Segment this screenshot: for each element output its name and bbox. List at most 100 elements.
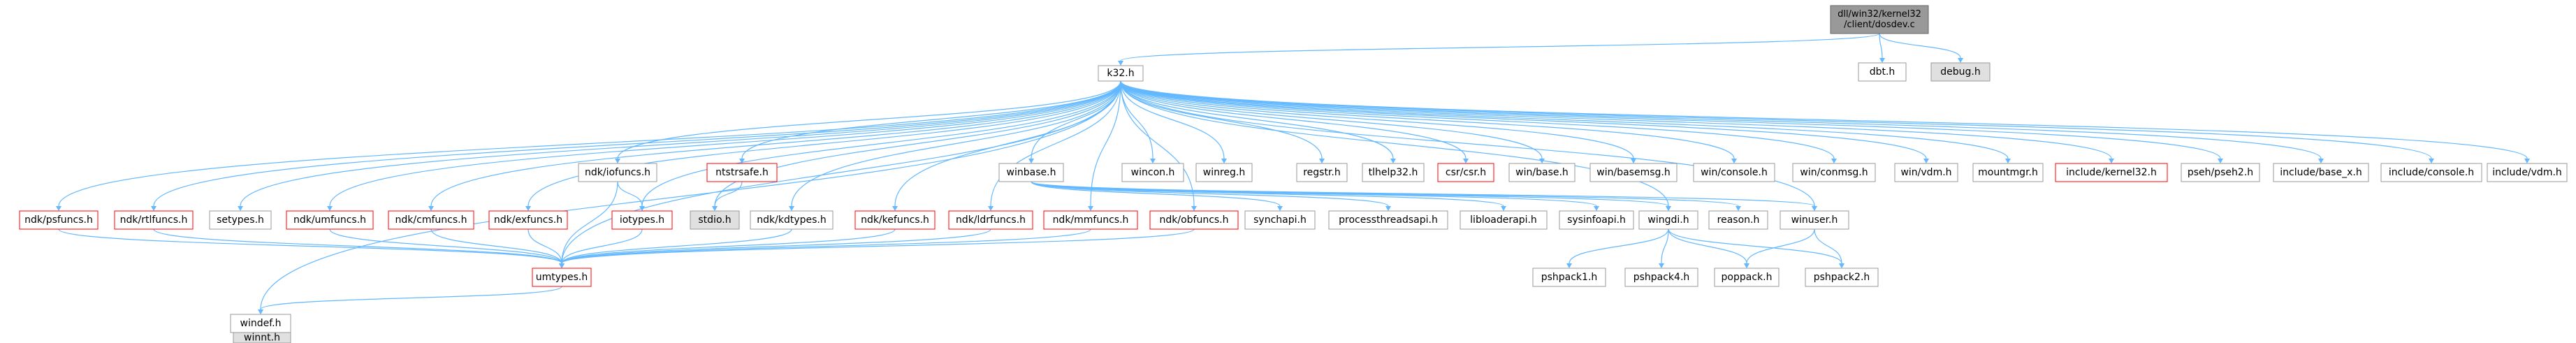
edge-winbase-to-synchapi	[1031, 181, 1281, 207]
node-inckernel32[interactable]: include/kernel32.h	[2055, 163, 2168, 182]
node-ndkexfuncs[interactable]: ndk/exfuncs.h	[488, 210, 568, 230]
arrowhead-winuser-to-pshpack2	[1839, 263, 1844, 268]
node-ndkkdtypes[interactable]: ndk/kdtypes.h	[750, 210, 834, 230]
arrowhead-winuser-to-poppack	[1744, 263, 1749, 268]
node-tlhelp32-label: tlhelp32.h	[1369, 167, 1418, 178]
node-pshpack4-label: pshpack4.h	[1633, 272, 1690, 283]
node-winbasei-box	[1508, 163, 1576, 182]
node-tlhelp32[interactable]: tlhelp32.h	[1362, 163, 1425, 182]
edge-k32-to-incbasex	[1120, 80, 2322, 159]
edge-ndkkefuncs-to-umtypes	[561, 228, 896, 264]
arrowhead-k32-to-ndkexfuncs	[525, 206, 531, 211]
node-ndkkefuncs[interactable]: ndk/kefuncs.h	[854, 210, 936, 230]
node-libloader-label: libloaderapi.h	[1470, 214, 1537, 226]
node-wingdi[interactable]: wingdi.h	[1638, 210, 1698, 230]
node-synchapi-label: synchapi.h	[1253, 214, 1307, 226]
edge-k32-to-psehpseh2	[1120, 80, 2221, 159]
node-sysinfo-label: sysinfoapi.h	[1567, 214, 1626, 226]
node-ndkrtlfuncs[interactable]: ndk/rtlfuncs.h	[114, 210, 194, 230]
edge-k32-to-umtypes	[561, 80, 1121, 264]
node-winbase[interactable]: winbase.h	[998, 163, 1064, 182]
node-ndkobfuncs-box	[1149, 210, 1239, 230]
node-winvdm[interactable]: win/vdm.h	[1894, 163, 1958, 182]
arrowhead-winbase-to-procthreads	[1385, 206, 1391, 211]
node-incconsole-box	[2380, 163, 2482, 182]
node-ntstrsafe[interactable]: ntstrsafe.h	[706, 163, 778, 182]
node-ndkobfuncs[interactable]: ndk/obfuncs.h	[1149, 210, 1239, 230]
node-winuser[interactable]: winuser.h	[1780, 210, 1849, 230]
node-ndkiofuncs[interactable]: ndk/iofuncs.h	[578, 163, 657, 182]
node-ndkmmfuncs[interactable]: ndk/mmfuncs.h	[1043, 210, 1138, 230]
edge-wingdi-to-poppack	[1668, 228, 1747, 264]
node-reason[interactable]: reason.h	[1708, 210, 1768, 230]
node-pshpack4[interactable]: pshpack4.h	[1624, 268, 1698, 287]
node-synchapi[interactable]: synchapi.h	[1244, 210, 1316, 230]
edge-umtypes-to-windef	[260, 286, 562, 310]
node-winreg[interactable]: winreg.h	[1195, 163, 1253, 182]
arrowhead-ntstrsafe-to-stdio	[712, 206, 718, 211]
arrowhead-k32-to-ndkcmfuncs	[428, 206, 434, 211]
node-psehpseh2[interactable]: pseh/pseh2.h	[2181, 163, 2260, 182]
node-regstr-label: regstr.h	[1303, 167, 1341, 178]
node-iotypes[interactable]: iotypes.h	[611, 210, 673, 230]
node-ndkcmfuncs[interactable]: ndk/cmfuncs.h	[388, 210, 474, 230]
edge-root-to-k32	[1120, 33, 1880, 61]
node-winconmsg[interactable]: win/conmsg.h	[1792, 163, 1876, 182]
node-reason-label: reason.h	[1717, 214, 1760, 226]
node-winnt[interactable]: winnt.h	[233, 332, 291, 343]
node-umtypes[interactable]: umtypes.h	[532, 268, 592, 287]
node-ndkkefuncs-label: ndk/kefuncs.h	[861, 214, 929, 226]
edge-winbase-to-winuser	[1031, 181, 1815, 207]
node-libloader[interactable]: libloaderapi.h	[1460, 210, 1548, 230]
arrowhead-root-to-dbt	[1879, 58, 1885, 63]
edge-k32-to-ndkldrfuncs	[990, 80, 1121, 207]
node-winbasemsg[interactable]: win/basemsg.h	[1589, 163, 1678, 182]
arrowhead-k32-to-wincon	[1150, 159, 1156, 163]
edge-k32-to-csrcsr	[1120, 80, 1467, 159]
node-dbt[interactable]: dbt.h	[1858, 62, 1907, 82]
node-pshpack1[interactable]: pshpack1.h	[1532, 268, 1606, 287]
node-pshpack2[interactable]: pshpack2.h	[1805, 268, 1879, 287]
node-debug[interactable]: debug.h	[1930, 62, 1991, 82]
node-setypes[interactable]: setypes.h	[209, 210, 272, 230]
node-sysinfo[interactable]: sysinfoapi.h	[1559, 210, 1634, 230]
node-libloader-box	[1460, 210, 1548, 230]
edge-k32-to-winbasemsg	[1120, 80, 1634, 159]
node-stdio-label: stdio.h	[698, 214, 731, 226]
node-regstr[interactable]: regstr.h	[1296, 163, 1348, 182]
node-root-box	[1830, 5, 1929, 34]
node-ndkldrfuncs[interactable]: ndk/ldrfuncs.h	[948, 210, 1033, 230]
node-ndkkefuncs-box	[854, 210, 936, 230]
node-wincon[interactable]: wincon.h	[1121, 163, 1184, 182]
node-ndkmmfuncs-box	[1043, 210, 1138, 230]
edge-k32-to-ndkexfuncs	[527, 80, 1121, 207]
node-winconsole-label: win/console.h	[1701, 167, 1768, 178]
node-k32[interactable]: k32.h	[1098, 65, 1144, 82]
node-ndkexfuncs-box	[488, 210, 568, 230]
node-procthreads[interactable]: processthreadsapi.h	[1328, 210, 1448, 230]
node-mountmgr[interactable]: mountmgr.h	[1972, 163, 2044, 182]
node-ndkumfuncs[interactable]: ndk/umfuncs.h	[286, 210, 374, 230]
node-csrcsr[interactable]: csr/csr.h	[1437, 163, 1494, 182]
edge-k32-to-inckernel32	[1120, 80, 2112, 159]
edge-ndkiofuncs-to-iotypes	[617, 181, 643, 207]
arrowhead-root-to-debug	[1958, 58, 1963, 63]
edge-winbase-to-libloader	[1031, 181, 1504, 207]
node-csrcsr-box	[1437, 163, 1494, 182]
node-windef[interactable]: windef.h	[230, 314, 291, 333]
node-incconsole[interactable]: include/console.h	[2380, 163, 2482, 182]
node-stdio[interactable]: stdio.h	[690, 210, 740, 230]
node-poppack[interactable]: poppack.h	[1714, 268, 1780, 287]
edge-k32-to-ntstrsafe	[741, 80, 1121, 159]
node-windef-box	[230, 314, 291, 333]
node-incvdm[interactable]: include/vdm.h	[2487, 163, 2568, 182]
node-winbasei[interactable]: win/base.h	[1508, 163, 1576, 182]
arrowhead-k32-to-winconsole	[1731, 159, 1737, 163]
arrowhead-wingdi-to-pshpack1	[1566, 263, 1572, 268]
node-winconsole[interactable]: win/console.h	[1693, 163, 1775, 182]
node-ndkpsfuncs[interactable]: ndk/psfuncs.h	[19, 210, 99, 230]
edge-ndkkdtypes-to-umtypes	[561, 228, 792, 264]
node-ndkpsfuncs-label: ndk/psfuncs.h	[24, 214, 93, 226]
node-incbasex[interactable]: include/base_x.h	[2273, 163, 2369, 182]
node-root[interactable]: dll/win32/kernel32/client/dosdev.c	[1830, 5, 1929, 34]
